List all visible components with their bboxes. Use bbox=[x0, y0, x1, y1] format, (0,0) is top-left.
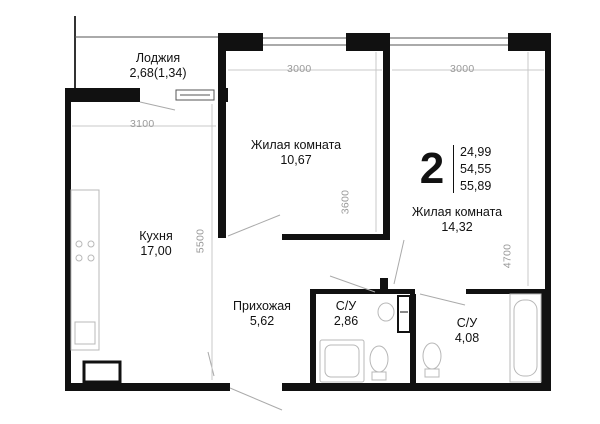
room-living-1-name: Жилая комната bbox=[250, 138, 342, 152]
apartment-badge: 2 24,99 54,55 55,89 bbox=[410, 141, 512, 197]
room-bathroom-1: С/У 2,86 bbox=[324, 299, 368, 329]
dim-living-2-length: 4700 bbox=[501, 243, 514, 269]
area-with-loggia: 55,89 bbox=[460, 179, 492, 193]
area-living: 24,99 bbox=[460, 145, 492, 159]
room-kitchen-area: 17,00 bbox=[140, 244, 172, 258]
radiator bbox=[82, 360, 122, 384]
room-bathroom-2-area: 4,08 bbox=[454, 331, 480, 345]
room-bathroom-1-name: С/У bbox=[335, 299, 357, 313]
room-bathroom-2: С/У 4,08 bbox=[445, 316, 489, 346]
room-hall: Прихожая 5,62 bbox=[222, 299, 302, 329]
area-total: 54,55 bbox=[460, 162, 492, 176]
room-living-2-area: 14,32 bbox=[441, 220, 473, 234]
room-kitchen-name: Кухня bbox=[139, 229, 173, 243]
dim-living-1-width: 3000 bbox=[287, 63, 312, 75]
dim-living-2-width: 3000 bbox=[450, 63, 475, 75]
kitchen-fixtures bbox=[70, 189, 100, 351]
windows bbox=[175, 37, 508, 101]
room-kitchen: Кухня 17,00 bbox=[116, 229, 196, 259]
dimension-lines bbox=[72, 52, 544, 380]
dim-kitchen-width: 3100 bbox=[130, 118, 155, 130]
loggia-outline bbox=[74, 16, 220, 88]
walls bbox=[65, 33, 551, 391]
room-hall-name: Прихожая bbox=[233, 299, 291, 313]
room-bathroom-2-name: С/У bbox=[456, 316, 478, 330]
dim-kitchen-length: 5500 bbox=[194, 228, 207, 254]
room-living-1: Жилая комната 10,67 bbox=[236, 138, 356, 168]
doors bbox=[139, 101, 466, 411]
room-living-1-area: 10,67 bbox=[280, 153, 312, 167]
room-loggia-name: Лоджия bbox=[135, 51, 181, 65]
room-living-2: Жилая комната 14,32 bbox=[397, 205, 517, 235]
dim-living-1-length: 3600 bbox=[339, 189, 352, 215]
room-hall-area: 5,62 bbox=[249, 314, 275, 328]
room-bathroom-1-area: 2,86 bbox=[333, 314, 359, 328]
shaft bbox=[397, 295, 411, 333]
bathroom-fixtures bbox=[319, 293, 542, 383]
rooms-count: 2 bbox=[419, 144, 445, 193]
room-living-2-name: Жилая комната bbox=[411, 205, 503, 219]
room-loggia-area: 2,68(1,34) bbox=[129, 66, 187, 80]
room-loggia: Лоджия 2,68(1,34) bbox=[112, 51, 204, 81]
badge-divider bbox=[453, 145, 454, 193]
